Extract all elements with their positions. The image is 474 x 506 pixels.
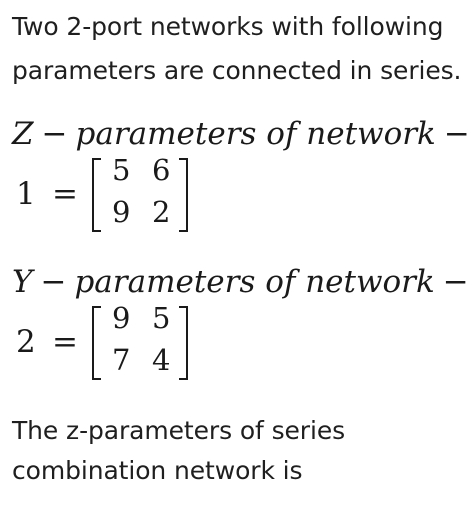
matrix-left-bracket xyxy=(92,158,101,232)
network1-number: 1 xyxy=(16,176,36,212)
matrix-cell: 5 xyxy=(152,301,171,335)
network1-matrix: 5 6 9 2 xyxy=(92,153,188,236)
network2-heading-text: parameters of network xyxy=(74,264,435,300)
network2-heading-var: Y xyxy=(12,264,33,300)
question-line-2: combination network is xyxy=(12,456,303,485)
matrix-left-bracket xyxy=(92,306,101,380)
network2-number: 2 xyxy=(16,324,36,360)
network1-heading: Z−parameters of network− xyxy=(12,116,474,152)
matrix-cell: 9 xyxy=(112,301,131,335)
network2-matrix: 9 5 7 4 xyxy=(92,301,188,384)
matrix-cell: 5 xyxy=(112,153,131,187)
network2-equals: = xyxy=(52,324,78,360)
network2-heading-dash: − xyxy=(40,264,67,300)
network1-equals: = xyxy=(52,176,78,212)
matrix-cell: 2 xyxy=(152,195,171,229)
intro-line-2: parameters are connected in series. xyxy=(12,56,462,85)
network1-heading-dash: − xyxy=(41,116,68,152)
matrix-cell: 7 xyxy=(112,343,131,377)
matrix-right-bracket xyxy=(179,306,188,380)
question-line-1: The z-parameters of series xyxy=(12,416,346,445)
network2-heading: Y−parameters of network− xyxy=(12,264,474,300)
network1-heading-var: Z xyxy=(12,116,34,152)
matrix-cell: 9 xyxy=(112,195,131,229)
network1-heading-trail: − xyxy=(443,116,470,152)
network2-heading-trail: − xyxy=(442,264,469,300)
matrix-cell: 6 xyxy=(152,153,171,187)
matrix-right-bracket xyxy=(179,158,188,232)
matrix-cell: 4 xyxy=(152,343,171,377)
network1-heading-text: parameters of network xyxy=(75,116,436,152)
intro-line-1: Two 2-port networks with following xyxy=(12,12,444,41)
